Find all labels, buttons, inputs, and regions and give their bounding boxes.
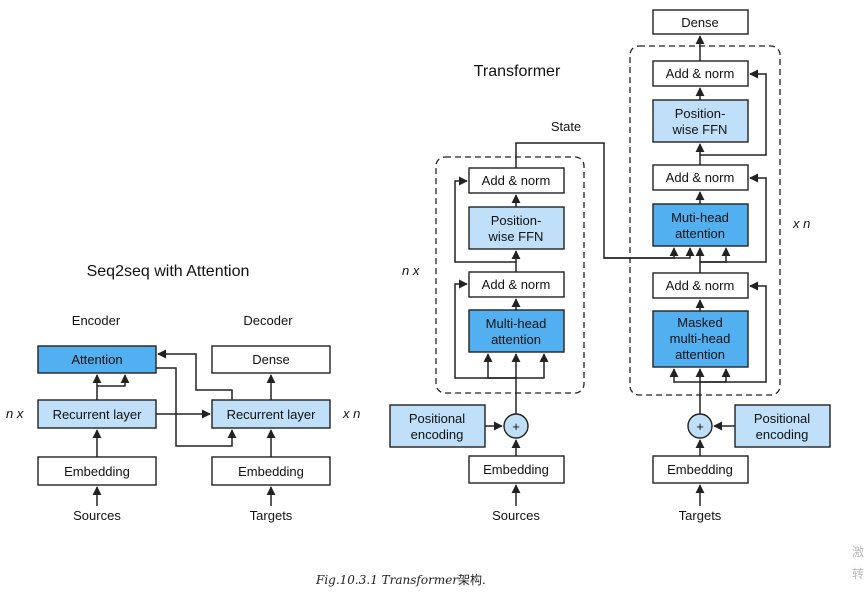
transformer-arrows — [454, 35, 767, 506]
decoder-add-norm-mid-box — [652, 164, 749, 191]
figure-caption: Fig.10.3.1 Transformer架构. — [315, 572, 486, 587]
seq2seq-title: Seq2seq with Attention — [87, 263, 250, 280]
transformer-diagram: Transformer State n x x n Add & norm Pos… — [389, 9, 831, 523]
decoder-embedding-label: Embedding — [238, 464, 304, 479]
decoder-recurrent-layer-box — [211, 399, 331, 429]
decoder-repeat-label: x n — [342, 406, 360, 421]
attention-box — [37, 345, 157, 374]
encoder-add-norm-top-label: Add & norm — [482, 173, 551, 188]
decoder-add-norm-bottom-box — [652, 272, 749, 299]
encoder-repeat-label: n x — [6, 406, 24, 421]
decoder-masked-label-line2: multi-head — [670, 331, 731, 346]
decoder-masked-attention-box — [652, 310, 749, 368]
transformer-targets-label: Targets — [679, 508, 722, 523]
decoder-embedding-box — [211, 456, 331, 486]
seq2seq-dense-label: Dense — [252, 352, 290, 367]
decoder-ffn-label-line2: wise FFN — [672, 122, 728, 137]
encoder-add-norm-top-box — [468, 167, 565, 194]
decoder-cross-attention-box — [652, 203, 749, 247]
decoder-recurrent-layer-label: Recurrent layer — [227, 407, 317, 422]
decoder-dense-box — [652, 9, 749, 35]
encoder-label: Encoder — [72, 313, 121, 328]
figure-caption-suffix: 架构. — [458, 572, 486, 587]
decoder-add-norm-top-box — [652, 60, 749, 87]
encoder-block-repeat-label: n x — [402, 263, 420, 278]
encoder-ffn-label-line2: wise FFN — [488, 229, 544, 244]
decoder-embedding-label-transformer: Embedding — [667, 462, 733, 477]
decoder-add-norm-bottom-label: Add & norm — [666, 278, 735, 293]
encoder-positional-label-line2: encoding — [411, 427, 464, 442]
encoder-embedding-box-transformer — [468, 455, 565, 484]
encoder-embedding-label: Embedding — [64, 464, 130, 479]
targets-label: Targets — [250, 508, 293, 523]
encoder-plus-label: + — [512, 419, 520, 434]
decoder-positional-label-line2: encoding — [756, 427, 809, 442]
watermark-line1: 激 — [852, 545, 864, 559]
encoder-mha-label-line2: attention — [491, 332, 541, 347]
seq2seq-dense-box — [211, 345, 331, 374]
encoder-recurrent-layer-label: Recurrent layer — [53, 407, 143, 422]
encoder-add-norm-bottom-label: Add & norm — [482, 277, 551, 292]
decoder-cross-attention-label-line1: Muti-head — [671, 210, 729, 225]
decoder-add-norm-top-label: Add & norm — [666, 66, 735, 81]
decoder-positional-encoding-box — [734, 404, 831, 448]
decoder-block-container — [629, 45, 781, 396]
encoder-recurrent-layer-box — [37, 399, 157, 429]
encoder-positional-encoding-box — [389, 404, 486, 448]
attention-label: Attention — [71, 352, 122, 367]
watermark-line2: 转 — [852, 566, 864, 581]
decoder-plus-label: + — [696, 419, 704, 434]
decoder-add-norm-mid-label: Add & norm — [666, 170, 735, 185]
decoder-block-repeat-label: x n — [792, 216, 810, 231]
decoder-masked-label-line3: attention — [675, 347, 725, 362]
encoder-embedding-label-transformer: Embedding — [483, 462, 549, 477]
transformer-title: Transformer — [474, 63, 561, 80]
decoder-cross-attention-label-line2: attention — [675, 226, 725, 241]
sources-label: Sources — [73, 508, 121, 523]
encoder-positional-label-line1: Positional — [409, 411, 465, 426]
encoder-mha-label-line1: Multi-head — [486, 316, 547, 331]
decoder-label: Decoder — [243, 313, 293, 328]
encoder-ffn-label-line1: Position- — [491, 213, 542, 228]
encoder-ffn-box — [468, 206, 565, 250]
decoder-ffn-label-line1: Position- — [675, 106, 726, 121]
decoder-masked-label-line1: Masked — [677, 315, 723, 330]
encoder-block-container — [435, 156, 585, 394]
state-label: State — [551, 119, 581, 134]
decoder-ffn-box — [652, 99, 749, 143]
encoder-multi-head-attention-box — [468, 309, 565, 353]
seq2seq-arrows — [92, 349, 276, 506]
figure-caption-main: Fig.10.3.1 Transformer — [315, 573, 459, 587]
transformer-sources-label: Sources — [492, 508, 540, 523]
seq2seq-diagram: Seq2seq with Attention Encoder Decoder A… — [6, 263, 360, 523]
decoder-dense-label: Dense — [681, 15, 719, 30]
decoder-positional-label-line1: Positional — [754, 411, 810, 426]
